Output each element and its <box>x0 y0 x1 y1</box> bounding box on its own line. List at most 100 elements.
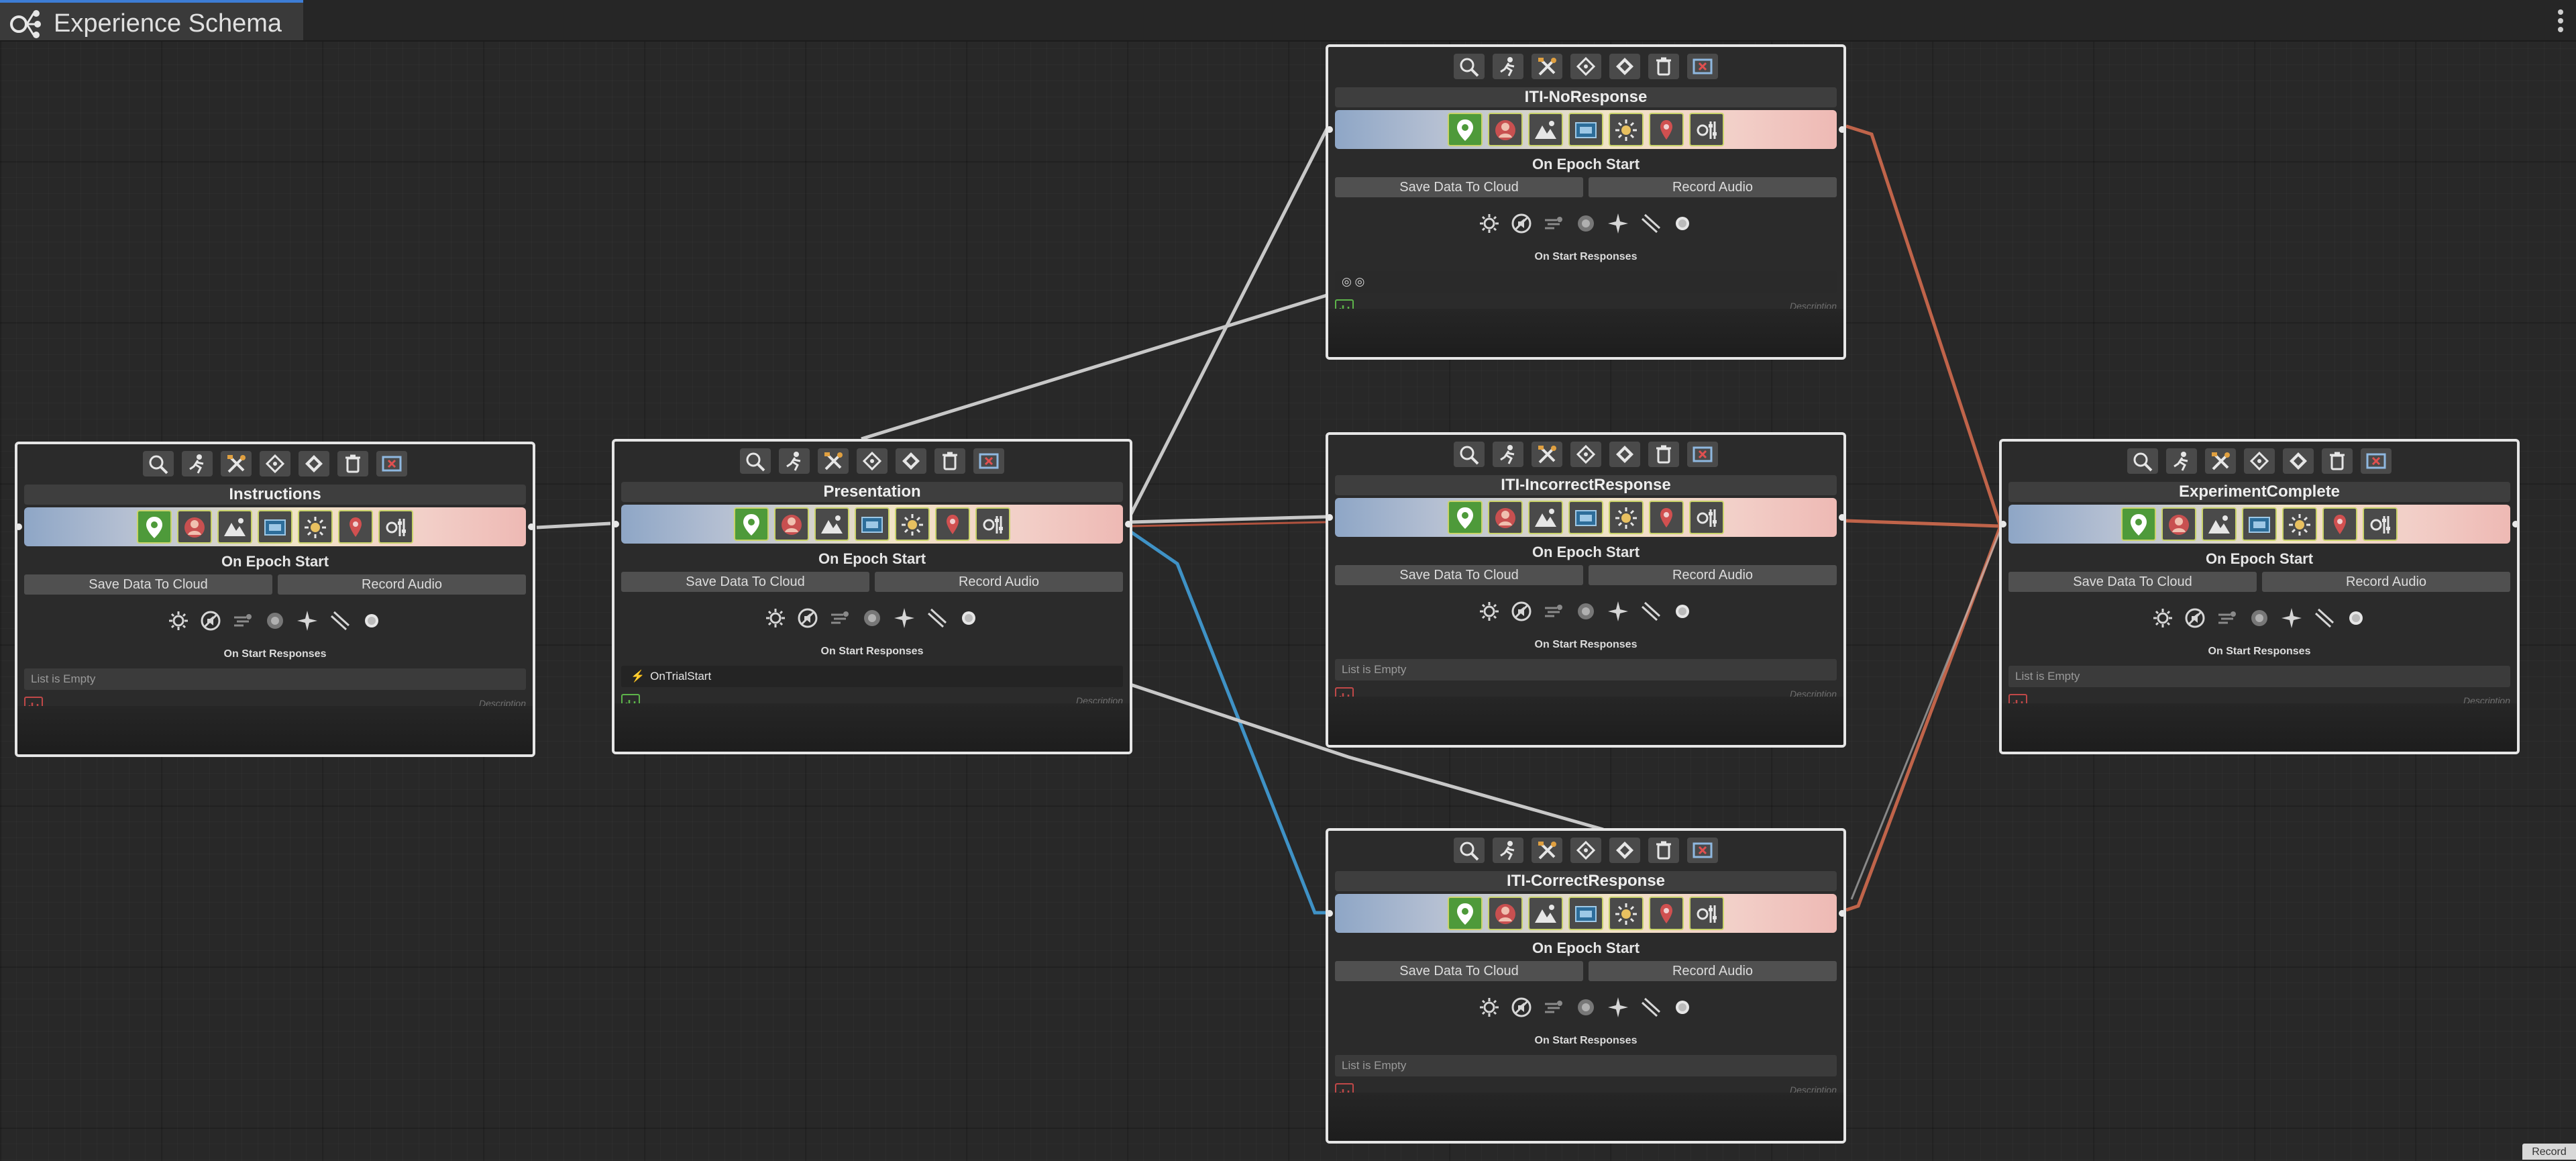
window-close-icon[interactable] <box>973 448 1004 474</box>
delete-icon[interactable] <box>1648 838 1679 863</box>
diamond-grid-icon[interactable] <box>1609 442 1640 467</box>
save-to-cloud-button[interactable]: Save Data To Cloud <box>621 572 869 592</box>
record-audio-button[interactable]: Record Audio <box>1589 177 1837 197</box>
inspect-icon[interactable] <box>1454 442 1485 467</box>
screen-icon[interactable] <box>1568 501 1603 534</box>
input-port[interactable] <box>1328 910 1333 917</box>
slash-icon[interactable] <box>2312 607 2335 629</box>
marker-pin-icon[interactable] <box>935 507 970 541</box>
node-experimentcomplete[interactable]: ExperimentComplete On Epoch Start Save D… <box>1999 439 2520 754</box>
sparkle-icon[interactable] <box>893 607 916 629</box>
settings-sliders-icon[interactable] <box>1689 897 1724 930</box>
screen-icon[interactable] <box>855 507 890 541</box>
response-icon[interactable]: ◎ ◎ <box>1342 275 1365 288</box>
settings-sliders-icon[interactable] <box>975 507 1010 541</box>
slash-icon[interactable] <box>328 609 351 632</box>
slash-icon[interactable] <box>1639 600 1662 623</box>
location-pin-icon[interactable] <box>1448 113 1483 146</box>
inspect-icon[interactable] <box>143 451 174 476</box>
more-options-icon[interactable] <box>2557 9 2564 34</box>
output-port[interactable] <box>2512 521 2517 527</box>
gear-icon[interactable] <box>2151 607 2174 629</box>
light-icon[interactable] <box>1609 897 1644 930</box>
node-iti-noresponse[interactable]: ITI-NoResponse On Epoch Start Save Data … <box>1326 44 1846 360</box>
diamond-icon[interactable] <box>857 448 888 474</box>
save-to-cloud-button[interactable]: Save Data To Cloud <box>1335 565 1583 585</box>
diamond-icon[interactable] <box>260 451 290 476</box>
output-port[interactable] <box>1839 514 1843 521</box>
slash-icon[interactable] <box>1639 996 1662 1019</box>
marker-pin-icon[interactable] <box>1649 897 1684 930</box>
diamond-grid-icon[interactable] <box>299 451 329 476</box>
node-iti-incorrectresponse[interactable]: ITI-IncorrectResponse On Epoch Start Sav… <box>1326 432 1846 748</box>
marker-pin-icon[interactable] <box>1649 501 1684 534</box>
input-port[interactable] <box>17 523 22 530</box>
gear-icon[interactable] <box>1478 212 1501 235</box>
diamond-icon[interactable] <box>1570 54 1601 79</box>
input-port[interactable] <box>2002 521 2006 527</box>
diamond-grid-icon[interactable] <box>2283 448 2314 474</box>
diamond-grid-icon[interactable] <box>896 448 926 474</box>
diamond-icon[interactable] <box>1570 442 1601 467</box>
light-icon[interactable] <box>1609 501 1644 534</box>
responses-list[interactable]: ◎ ◎ <box>1335 271 1837 293</box>
circle-icon[interactable] <box>2345 607 2367 629</box>
no-sound-icon[interactable] <box>796 607 819 629</box>
sparkle-icon[interactable] <box>2280 607 2303 629</box>
motion-icon[interactable] <box>828 607 851 629</box>
settings-sliders-icon[interactable] <box>1689 501 1724 534</box>
motion-icon[interactable] <box>1542 600 1565 623</box>
save-to-cloud-button[interactable]: Save Data To Cloud <box>1335 961 1583 981</box>
landscape-icon[interactable] <box>814 507 849 541</box>
inspect-icon[interactable] <box>740 448 771 474</box>
responses-list[interactable]: List is Empty <box>2008 666 2510 687</box>
save-to-cloud-button[interactable]: Save Data To Cloud <box>2008 572 2257 592</box>
screen-icon[interactable] <box>2242 507 2277 541</box>
delete-icon[interactable] <box>337 451 368 476</box>
node-iti-correctresponse[interactable]: ITI-CorrectResponse On Epoch Start Save … <box>1326 828 1846 1144</box>
no-sound-icon[interactable] <box>1510 996 1533 1019</box>
target-icon[interactable] <box>1574 600 1597 623</box>
circle-icon[interactable] <box>360 609 383 632</box>
location-pin-icon[interactable] <box>137 510 172 544</box>
sparkle-icon[interactable] <box>296 609 319 632</box>
gear-icon[interactable] <box>1478 996 1501 1019</box>
input-port[interactable] <box>1328 126 1333 133</box>
motion-icon[interactable] <box>1542 212 1565 235</box>
settings-sliders-icon[interactable] <box>2363 507 2398 541</box>
sparkle-icon[interactable] <box>1607 212 1629 235</box>
target-icon[interactable] <box>2248 607 2271 629</box>
output-port[interactable] <box>1125 521 1130 527</box>
screen-icon[interactable] <box>1568 897 1603 930</box>
landscape-icon[interactable] <box>1528 113 1563 146</box>
light-icon[interactable] <box>1609 113 1644 146</box>
run-icon[interactable] <box>1493 838 1523 863</box>
gear-icon[interactable] <box>764 607 787 629</box>
avatar-icon[interactable] <box>1488 897 1523 930</box>
gear-icon[interactable] <box>1478 600 1501 623</box>
landscape-icon[interactable] <box>2202 507 2237 541</box>
delete-icon[interactable] <box>2322 448 2353 474</box>
avatar-icon[interactable] <box>1488 501 1523 534</box>
motion-icon[interactable] <box>2216 607 2239 629</box>
save-to-cloud-button[interactable]: Save Data To Cloud <box>24 574 272 595</box>
tools-icon[interactable] <box>1532 54 1562 79</box>
run-icon[interactable] <box>1493 54 1523 79</box>
window-close-icon[interactable] <box>1687 54 1718 79</box>
sparkle-icon[interactable] <box>1607 996 1629 1019</box>
no-sound-icon[interactable] <box>199 609 222 632</box>
record-button[interactable]: Record <box>2522 1144 2576 1160</box>
landscape-icon[interactable] <box>217 510 252 544</box>
output-port[interactable] <box>528 523 533 530</box>
responses-list[interactable]: List is Empty <box>1335 659 1837 680</box>
settings-sliders-icon[interactable] <box>378 510 413 544</box>
avatar-icon[interactable] <box>177 510 212 544</box>
slash-icon[interactable] <box>1639 212 1662 235</box>
delete-icon[interactable] <box>1648 54 1679 79</box>
marker-pin-icon[interactable] <box>338 510 373 544</box>
circle-icon[interactable] <box>1671 212 1694 235</box>
tools-icon[interactable] <box>1532 442 1562 467</box>
target-icon[interactable] <box>861 607 883 629</box>
target-icon[interactable] <box>1574 212 1597 235</box>
diamond-grid-icon[interactable] <box>1609 54 1640 79</box>
